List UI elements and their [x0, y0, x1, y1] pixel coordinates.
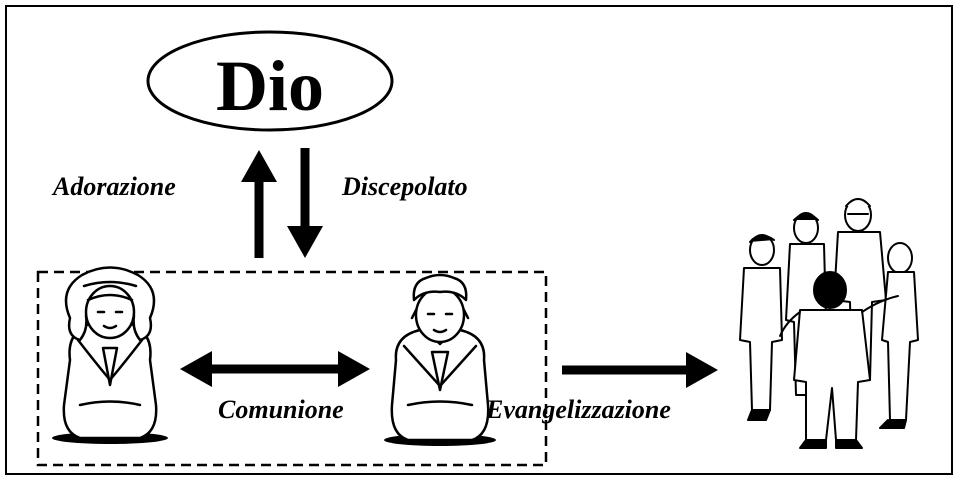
god-title: Dio — [216, 46, 324, 126]
adoration-arrow — [241, 150, 277, 258]
communion-arrow — [180, 351, 370, 387]
praying-woman-icon — [52, 266, 168, 444]
communion-label: Comunione — [218, 395, 344, 424]
evangelism-arrow — [562, 352, 718, 388]
evangelism-label: Evangelizzazione — [485, 395, 671, 424]
group-of-people-icon — [739, 198, 919, 449]
praying-man-icon — [384, 273, 496, 446]
god-node: Dio — [146, 30, 394, 132]
community-box — [36, 270, 548, 467]
discipleship-label: Discepolato — [341, 172, 468, 201]
adoration-label: Adorazione — [51, 172, 176, 201]
discipleship-arrow — [287, 148, 323, 258]
